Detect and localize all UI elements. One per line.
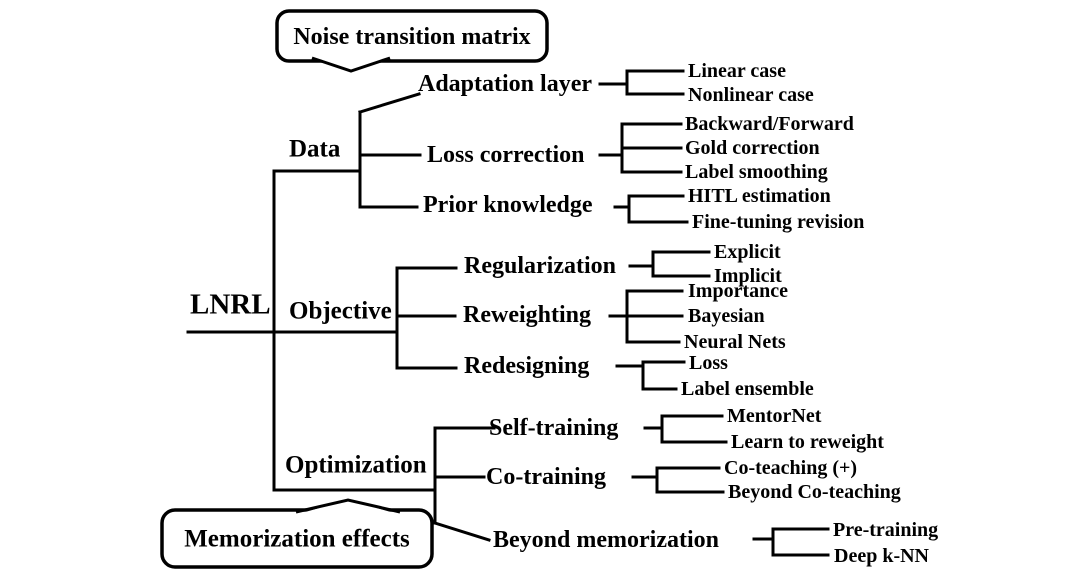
leaf-hitl-estimation: HITL estimation [688,185,831,207]
leaf-explicit: Explicit [714,241,781,263]
branch-data: Data [289,135,341,163]
objective-bracket [395,266,458,370]
node-loss-correction: Loss correction [427,142,585,168]
leaf-learn-to-reweight: Learn to reweight [731,431,884,453]
leaf-label-ensemble: Label ensemble [681,378,814,400]
adaptation-diagonal [358,92,421,114]
node-regularization: Regularization [464,253,616,279]
node-prior-knowledge: Prior knowledge [423,192,593,218]
callout-top-bubble [275,9,549,73]
optimization-bracket [433,426,496,525]
node-lnrl: LNRL [190,288,271,321]
leaf-pre-training: Pre-training [833,519,939,541]
callout-noise-transition-matrix: Noise transition matrix [293,24,531,50]
branch-optimization: Optimization [285,451,427,479]
leaf-deep-k-nn: Deep k-NN [834,545,929,567]
branch-objective: Objective [289,297,392,325]
leaf-neural-nets: Neural Nets [684,331,786,353]
node-co-training: Co-training [486,464,606,490]
node-adaptation-layer: Adaptation layer [418,71,592,97]
leaf-backward-forward: Backward/Forward [685,113,854,135]
node-self-training: Self-training [489,415,619,441]
callout-bottom-bubble [160,498,434,569]
leaf-fine-tuning-revision: Fine-tuning revision [692,211,865,233]
leaf-gold-correction: Gold correction [685,137,820,159]
leaf-nonlinear-case: Nonlinear case [688,84,814,106]
callout-memorization-effects: Memorization effects [184,525,410,553]
leaf-linear-case: Linear case [688,60,786,82]
leaf-loss: Loss [689,352,728,374]
leaf-co-teaching-plus: Co-teaching (+) [724,457,858,479]
node-beyond-memorization: Beyond memorization [493,527,719,553]
node-redesigning: Redesigning [464,353,590,379]
beyond-memorization-diagonal [433,521,491,542]
leaf-mentornet: MentorNet [727,405,822,427]
leaf-implicit: Implicit [714,265,782,287]
leaf-importance: Importance [688,280,788,302]
node-reweighting: Reweighting [463,302,591,328]
leaf-beyond-co-teaching: Beyond Co-teaching [728,481,901,503]
tree-lines [186,69,830,557]
leaf-label-smoothing: Label smoothing [685,161,828,183]
leaf-bayesian: Bayesian [688,305,765,327]
